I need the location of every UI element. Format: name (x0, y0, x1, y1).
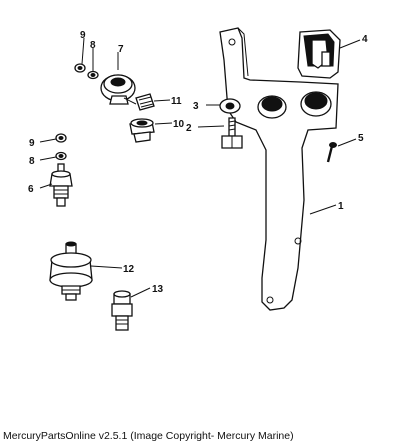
sender-part-6[interactable] (49, 163, 73, 207)
bolt-part-2[interactable] (221, 117, 243, 149)
fitting-part-11[interactable] (135, 93, 155, 111)
callout-8b: 8 (29, 156, 35, 167)
leader-lines (39, 37, 361, 298)
callout-8a: 8 (90, 40, 96, 51)
sender-part-7[interactable] (100, 74, 137, 105)
screw-part-5[interactable] (326, 142, 337, 163)
callout-1: 1 (338, 201, 344, 212)
lockwasher-part-8-lower[interactable] (55, 151, 67, 161)
callout-6: 6 (28, 184, 34, 195)
callout-2: 2 (186, 123, 192, 134)
washer-part-3[interactable] (219, 98, 241, 114)
clip-part-4[interactable] (297, 29, 341, 79)
fitting-part-13[interactable] (111, 290, 133, 331)
callout-10: 10 (173, 119, 185, 130)
callout-13: 13 (152, 284, 164, 295)
nut-part-9-upper[interactable] (74, 63, 86, 73)
callout-9b: 9 (29, 138, 35, 149)
callout-5: 5 (358, 133, 364, 144)
callout-11: 11 (171, 96, 182, 107)
callout-4: 4 (362, 34, 368, 45)
copyright-footer: MercuryPartsOnline v2.5.1 (Image Copyrig… (3, 430, 294, 442)
bracket-part-1[interactable] (219, 27, 339, 311)
nut-part-9-lower[interactable] (55, 133, 67, 143)
callout-labels: 1 2 3 4 5 6 7 8 8 9 9 10 11 12 13 (28, 30, 368, 295)
callout-9a: 9 (80, 30, 86, 41)
callout-7: 7 (118, 44, 124, 55)
callout-12: 12 (123, 264, 135, 275)
switch-part-12[interactable] (49, 241, 93, 301)
callout-3: 3 (193, 101, 199, 112)
adapter-part-10[interactable] (129, 118, 155, 143)
lockwasher-part-8-upper[interactable] (87, 70, 99, 80)
